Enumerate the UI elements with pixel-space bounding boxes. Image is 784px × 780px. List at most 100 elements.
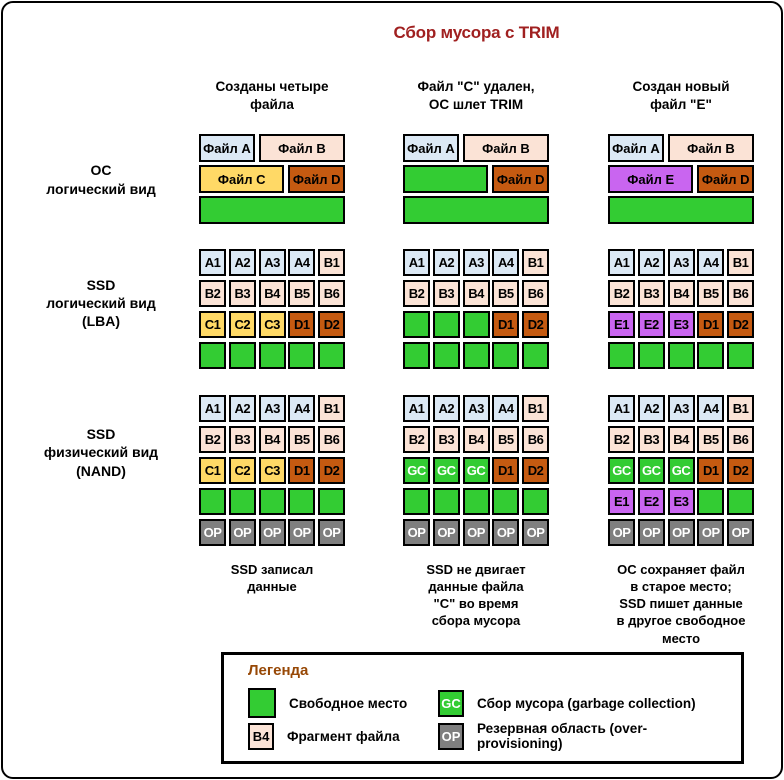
- block-fileB-B3: B3: [637, 280, 665, 307]
- block-fileB-B5: B5: [492, 280, 520, 307]
- block-fileB-B4: B4: [667, 426, 695, 453]
- os-bar-row: [199, 196, 345, 224]
- block-fileB-B1: B1: [727, 249, 754, 276]
- block-op-OP: OP: [403, 519, 430, 546]
- os-bar-row: Файл D: [403, 165, 549, 193]
- block-fileB-B3: B3: [432, 280, 460, 307]
- block-fileA-A1: A1: [608, 249, 635, 276]
- block-fileA-A2: A2: [228, 249, 256, 276]
- block-fileC-C2: C2: [228, 311, 256, 338]
- block-fileA-A3: A3: [667, 249, 695, 276]
- block-gc-GC: GC: [432, 457, 460, 484]
- block-op-OP: OP: [228, 519, 256, 546]
- block-op-OP: OP: [462, 519, 490, 546]
- block-free: [727, 488, 754, 515]
- block-fileB-B2: B2: [608, 426, 635, 453]
- block-free: [608, 196, 754, 224]
- block-op-OP: OP: [637, 519, 665, 546]
- block-free: [522, 488, 549, 515]
- block-gc-GC: GC: [403, 457, 430, 484]
- block-free: [608, 342, 635, 369]
- legend-swatch-gc: GC: [438, 689, 464, 717]
- block-fileE-E2: E2: [637, 311, 665, 338]
- block-fileB-B1: B1: [522, 395, 549, 422]
- block-fileE-E1: E1: [608, 311, 635, 338]
- block-fileD-Файл-D: Файл D: [288, 165, 345, 193]
- legend-swatch-free: [248, 688, 276, 718]
- block-free: [199, 196, 345, 224]
- block-fileB-B5: B5: [697, 426, 725, 453]
- block-fileB-B1: B1: [727, 395, 754, 422]
- block-fileB-B1: B1: [522, 249, 549, 276]
- caption-ssd-wrote-data: SSD записал данные: [230, 562, 314, 595]
- block-fileA-A2: A2: [228, 395, 256, 422]
- block-fileB-B2: B2: [199, 280, 226, 307]
- block-fileA-A4: A4: [492, 395, 520, 422]
- block-op-OP: OP: [522, 519, 549, 546]
- block-fileD-D1: D1: [492, 311, 520, 338]
- block-fileC-Файл-C: Файл C: [199, 165, 285, 193]
- block-fileB-B6: B6: [318, 280, 345, 307]
- caption-ssd-no-move: SSD не двигает данные файла "C" во время…: [426, 562, 526, 629]
- block-fileC-C1: C1: [199, 311, 226, 338]
- block-fileB-B3: B3: [228, 426, 256, 453]
- block-op-OP: OP: [432, 519, 460, 546]
- block-free: [258, 488, 286, 515]
- block-free: [228, 488, 256, 515]
- block-op-OP: OP: [258, 519, 286, 546]
- block-fileB-B4: B4: [462, 426, 490, 453]
- block-fileA-Файл-A: Файл A: [199, 134, 255, 162]
- block-fileA-A1: A1: [608, 395, 635, 422]
- block-fileA-A2: A2: [637, 395, 665, 422]
- block-fileB-B6: B6: [727, 426, 754, 453]
- block-op-OP: OP: [492, 519, 520, 546]
- block-fileA-A1: A1: [403, 249, 430, 276]
- block-fileB-B6: B6: [522, 280, 549, 307]
- legend-label: Фрагмент файла: [287, 728, 400, 744]
- block-free: [199, 342, 226, 369]
- block-fileA-A3: A3: [258, 395, 286, 422]
- block-fileD-D2: D2: [318, 311, 345, 338]
- block-fileD-D2: D2: [727, 457, 754, 484]
- block-fileB-B3: B3: [432, 426, 460, 453]
- block-free: [462, 488, 490, 515]
- block-free: [522, 342, 549, 369]
- block-fileB-B5: B5: [288, 280, 316, 307]
- block-fileA-A3: A3: [258, 249, 286, 276]
- block-free: [403, 488, 430, 515]
- block-fileA-A3: A3: [462, 395, 490, 422]
- block-fileA-A4: A4: [697, 249, 725, 276]
- block-fileB-Файл-B: Файл B: [462, 134, 549, 162]
- block-free: [258, 342, 286, 369]
- block-op-OP: OP: [318, 519, 345, 546]
- block-free: [637, 342, 665, 369]
- block-gc-GC: GC: [667, 457, 695, 484]
- block-free: [403, 196, 549, 224]
- block-fileC-C2: C2: [228, 457, 256, 484]
- os-bar-row: [608, 196, 754, 224]
- legend-label: Резервная область (over-provisioning): [477, 721, 648, 751]
- block-free: [403, 311, 430, 338]
- block-fileA-A4: A4: [288, 249, 316, 276]
- block-fileD-D1: D1: [288, 311, 316, 338]
- block-op-OP: OP: [199, 519, 226, 546]
- block-fileD-D1: D1: [697, 457, 725, 484]
- block-fileC-C3: C3: [258, 311, 286, 338]
- block-fileE-E3: E3: [667, 311, 695, 338]
- caption-os-saves-file: ОС сохраняет файл в старое место; SSD пи…: [616, 562, 746, 646]
- block-fileA-A4: A4: [288, 395, 316, 422]
- column-header-file-c-deleted: Файл "C" удален, ОС шлет TRIM: [417, 78, 535, 112]
- block-fileD-Файл-D: Файл D: [697, 165, 754, 193]
- block-fileE-E2: E2: [637, 488, 665, 515]
